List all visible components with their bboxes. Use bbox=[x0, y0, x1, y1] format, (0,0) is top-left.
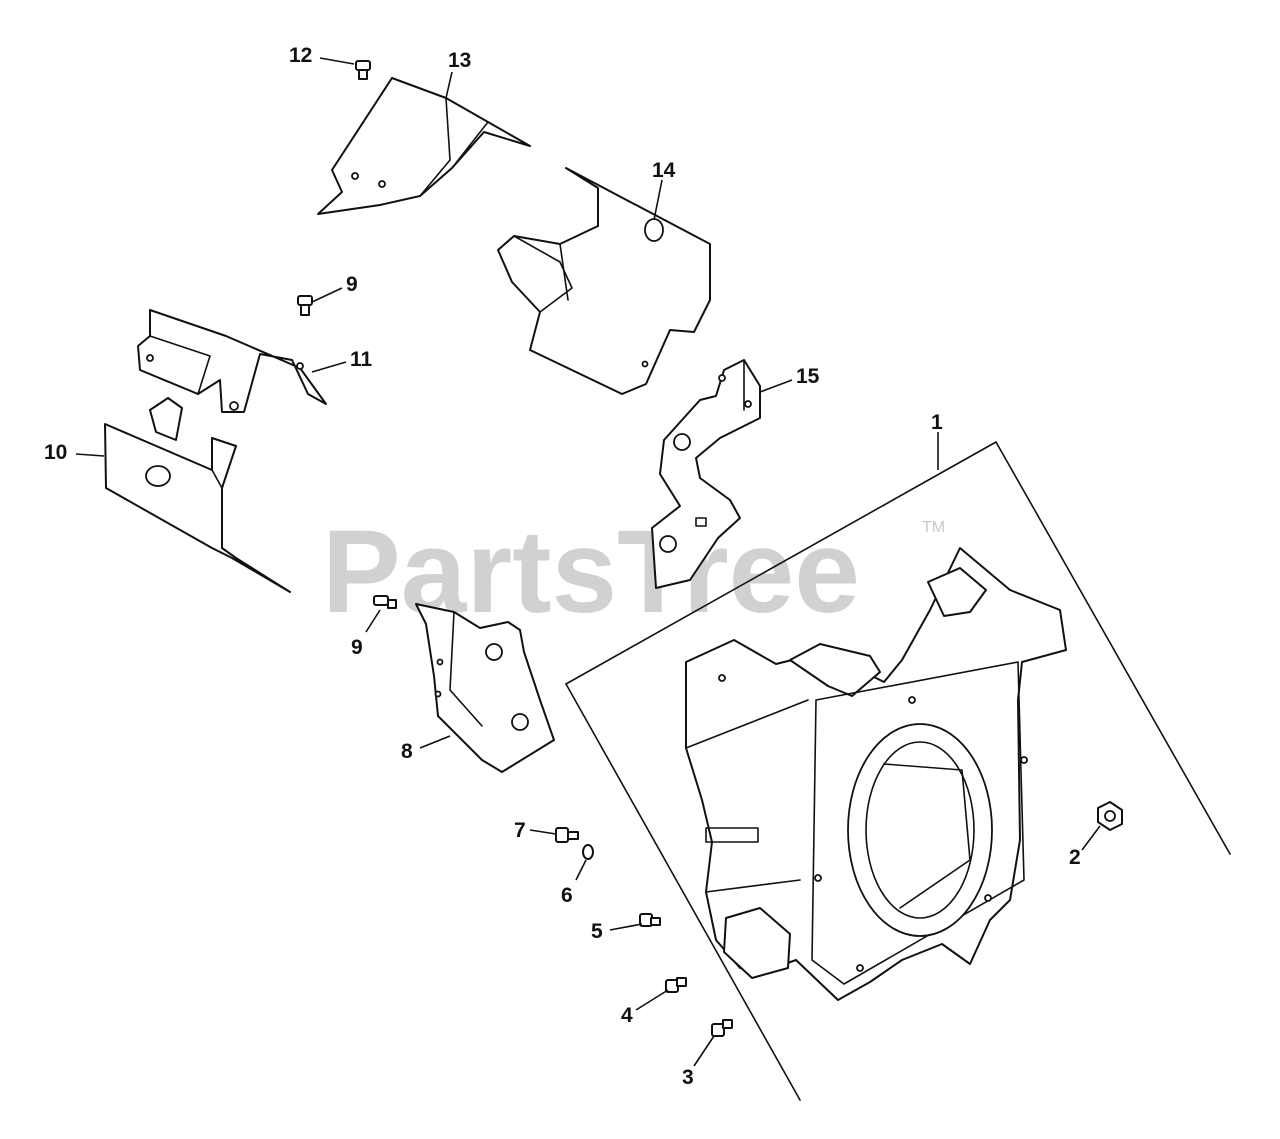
part-9-screw-lower[interactable] bbox=[373, 595, 397, 609]
callout-13[interactable]: 13 bbox=[448, 49, 471, 72]
part-10-baffle-plate[interactable] bbox=[104, 397, 291, 593]
part-3-screw[interactable] bbox=[711, 1019, 733, 1037]
part-7-screw[interactable] bbox=[555, 827, 579, 843]
callout-15[interactable]: 15 bbox=[796, 365, 820, 388]
part-5-screw[interactable] bbox=[639, 913, 661, 927]
part-2-nut[interactable] bbox=[1097, 801, 1123, 831]
callout-2[interactable]: 2 bbox=[1069, 846, 1081, 869]
part-1-blower-housing[interactable] bbox=[565, 441, 1231, 1101]
part-14-baffle[interactable] bbox=[497, 167, 711, 395]
callout-3[interactable]: 3 bbox=[682, 1066, 694, 1089]
part-11-bracket[interactable] bbox=[137, 309, 327, 413]
callout-10[interactable]: 10 bbox=[44, 441, 67, 464]
callout-6[interactable]: 6 bbox=[561, 884, 573, 907]
callout-11[interactable]: 11 bbox=[350, 348, 373, 371]
part-9-screw-upper[interactable] bbox=[297, 295, 313, 316]
callout-1[interactable]: 1 bbox=[931, 411, 943, 434]
parts-tree-watermark: PartsTree TM bbox=[322, 506, 945, 638]
callout-9-upper[interactable]: 9 bbox=[346, 273, 358, 296]
part-15-side-bracket[interactable] bbox=[651, 359, 761, 589]
part-8-lower-bracket[interactable] bbox=[415, 603, 555, 773]
watermark-tm: TM bbox=[922, 519, 945, 536]
part-13-top-shroud[interactable] bbox=[317, 77, 531, 215]
callout-labels: 12 13 14 9 11 10 15 1 9 8 7 6 5 4 3 2 bbox=[44, 44, 1081, 1089]
callout-14[interactable]: 14 bbox=[652, 159, 676, 182]
watermark-brand: PartsTree bbox=[322, 506, 860, 638]
callout-9-lower[interactable]: 9 bbox=[351, 636, 363, 659]
part-4-screw[interactable] bbox=[665, 977, 687, 993]
callout-5[interactable]: 5 bbox=[591, 920, 603, 943]
leader-lines bbox=[75, 57, 1101, 1067]
part-6-washer[interactable] bbox=[582, 844, 594, 860]
callout-4[interactable]: 4 bbox=[621, 1004, 633, 1027]
callout-7[interactable]: 7 bbox=[514, 819, 526, 842]
part-12-screw[interactable] bbox=[355, 60, 371, 80]
callout-12[interactable]: 12 bbox=[289, 44, 312, 67]
callout-8[interactable]: 8 bbox=[401, 740, 413, 763]
